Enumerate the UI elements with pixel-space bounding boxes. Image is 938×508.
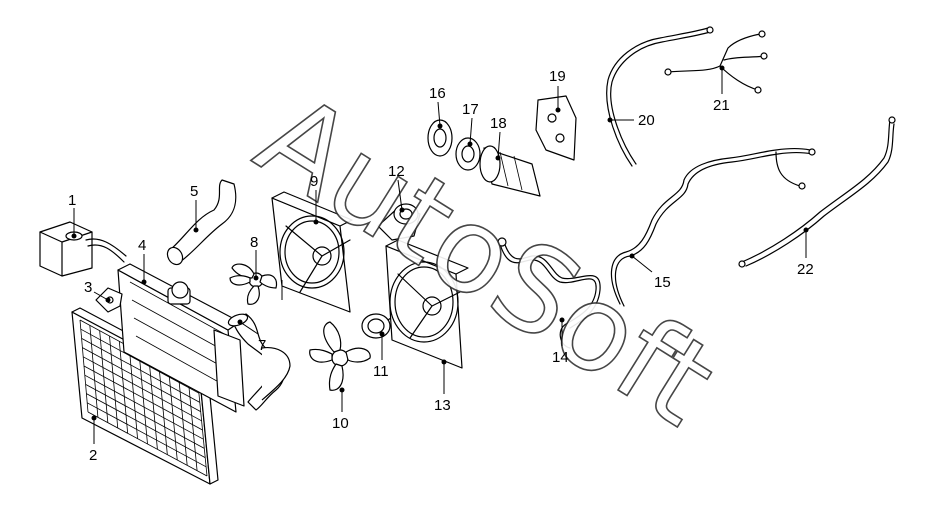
part-19-receiver	[535, 95, 577, 161]
callout-18: 18	[490, 115, 507, 132]
callouts: 1 2 3 4 5 7 8 9 10 11 12 13 14 15 16 17	[68, 65, 814, 464]
callout-11: 11	[373, 363, 389, 380]
part-13-fan-shroud	[385, 239, 469, 369]
callout-5: 5	[190, 183, 198, 200]
callout-8: 8	[250, 234, 258, 251]
callout-3: 3	[84, 279, 92, 296]
part-14-pipe	[497, 237, 601, 349]
callout-2: 2	[89, 447, 97, 464]
callout-15: 15	[654, 274, 671, 291]
callout-13: 13	[434, 397, 451, 414]
part-9-fan-shroud	[271, 191, 353, 313]
callout-12: 12	[388, 163, 405, 180]
callout-7: 7	[258, 337, 266, 354]
part-5-upper-hose	[166, 179, 237, 266]
callout-9: 9	[310, 173, 318, 190]
part-17-clutch-coil	[455, 137, 481, 171]
callout-22: 22	[797, 261, 814, 278]
part-7-lower-hose	[227, 313, 291, 411]
callout-1: 1	[68, 192, 76, 209]
part-1-reservoir-tank	[39, 221, 127, 277]
callout-16: 16	[429, 85, 446, 102]
part-20-hose	[606, 26, 714, 167]
part-8-small-fan	[229, 263, 278, 305]
part-21-harness	[664, 30, 768, 94]
part-10-fan	[309, 321, 371, 391]
callout-19: 19	[549, 68, 566, 85]
callout-17: 17	[462, 101, 479, 118]
part-22-harness	[738, 116, 896, 268]
callout-20: 20	[638, 112, 655, 129]
callout-10: 10	[332, 415, 349, 432]
part-4-radiator	[117, 263, 245, 413]
callout-4: 4	[138, 237, 146, 254]
callout-21: 21	[713, 97, 730, 114]
callout-14: 14	[552, 349, 569, 366]
